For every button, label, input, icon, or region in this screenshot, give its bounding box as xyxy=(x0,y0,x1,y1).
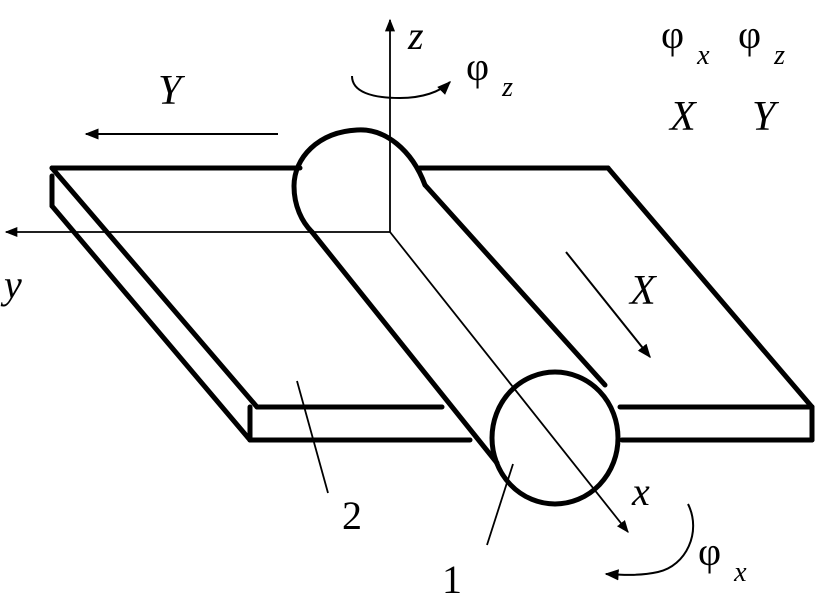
legend-phi-x-subscript: x xyxy=(696,40,710,71)
z-axis-label: z xyxy=(407,13,424,58)
legend-phi-z-symbol: φ xyxy=(738,12,761,57)
phi-x-subscript: x xyxy=(733,557,747,588)
coordinate-axes xyxy=(4,18,629,533)
leader-lines xyxy=(296,380,514,546)
phi-x-symbol: φ xyxy=(698,529,721,574)
plate xyxy=(49,165,815,443)
legend-phi-x: φ x xyxy=(661,12,710,71)
legend-X: X xyxy=(668,94,698,140)
phi-x-label: φ x xyxy=(698,529,747,588)
Y-force-label: Y xyxy=(158,68,186,114)
x-axis-label: x xyxy=(631,469,650,514)
legend-Y: Y xyxy=(752,94,780,140)
cylinder xyxy=(291,127,621,507)
part-2-label: 2 xyxy=(342,493,362,538)
phi-z-symbol: φ xyxy=(466,44,489,89)
legend-phi-z: φ z xyxy=(738,12,785,71)
y-axis-label: y xyxy=(0,262,22,307)
phi-z-label: φ z xyxy=(466,44,513,103)
X-force-label: X xyxy=(628,268,658,314)
force-arrows xyxy=(84,128,651,359)
phi-z-subscript: z xyxy=(501,72,513,103)
legend-phi-z-subscript: z xyxy=(773,40,785,71)
part-1-label: 1 xyxy=(442,557,462,602)
legend-phi-x-symbol: φ xyxy=(661,12,684,57)
rotation-arrows xyxy=(351,75,694,581)
